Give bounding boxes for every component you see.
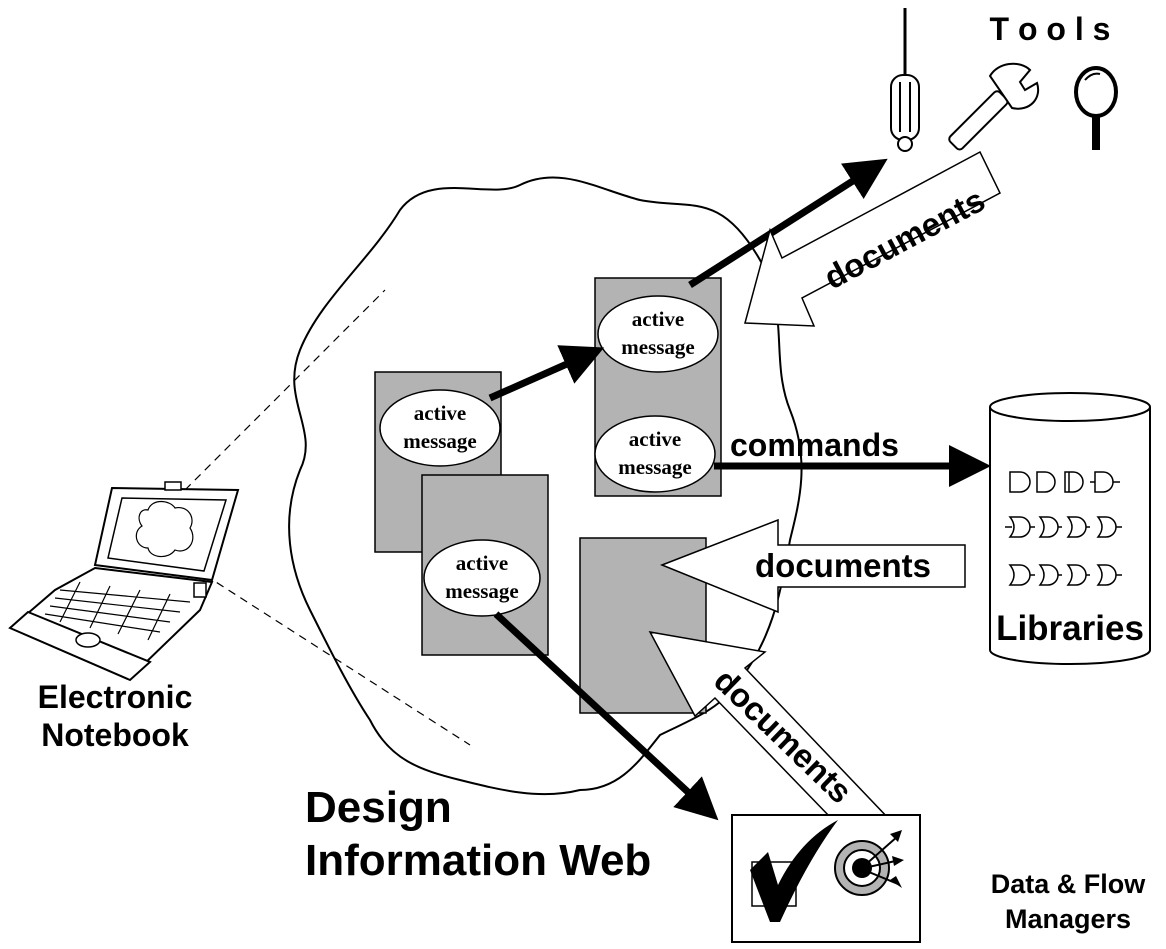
message-line1: active	[456, 551, 508, 575]
web-title-line1: Design	[305, 783, 452, 832]
view-line-bottom	[204, 574, 471, 746]
managers-label-line1: Data & Flow	[991, 869, 1147, 899]
active-message-lower: active message	[594, 415, 716, 493]
wrench-icon	[948, 62, 1040, 151]
arrow-message-to-managers	[493, 611, 719, 821]
message-line2: message	[618, 455, 691, 479]
laptop-icon	[8, 481, 240, 682]
message-line2: message	[445, 579, 518, 603]
web-title-line2: Information Web	[305, 836, 651, 885]
notebook-label-line2: Notebook	[41, 717, 189, 753]
tools-label: T o o l s	[990, 11, 1111, 47]
message-line1: active	[629, 427, 681, 451]
active-message-upper: active message	[597, 295, 719, 373]
libraries-label: Libraries	[996, 609, 1144, 648]
documents-label: documents	[755, 547, 931, 584]
notebook-label-line1: Electronic	[38, 679, 193, 715]
logic-gate-icon	[1005, 471, 1122, 586]
active-message-middle: active message	[423, 539, 541, 617]
view-line-top	[184, 289, 386, 491]
message-line2: message	[621, 335, 694, 359]
magnifier-icon	[1074, 66, 1118, 150]
documents-arrow-tools: documents	[744, 150, 1001, 327]
checkmark-icon	[750, 820, 838, 922]
message-line1: active	[632, 307, 684, 331]
documents-label: documents	[707, 661, 859, 810]
target-icon	[834, 830, 904, 896]
commands-label: commands	[730, 427, 899, 463]
screwdriver-icon	[890, 8, 920, 152]
documents-arrow-libraries: documents	[659, 518, 966, 614]
active-message-left: active message	[379, 389, 501, 467]
arrow-message-to-tools	[688, 158, 888, 288]
managers-label-line2: Managers	[1005, 904, 1131, 934]
message-line2: message	[403, 429, 476, 453]
message-line1: active	[414, 401, 466, 425]
arrow-message-to-message	[488, 345, 605, 402]
